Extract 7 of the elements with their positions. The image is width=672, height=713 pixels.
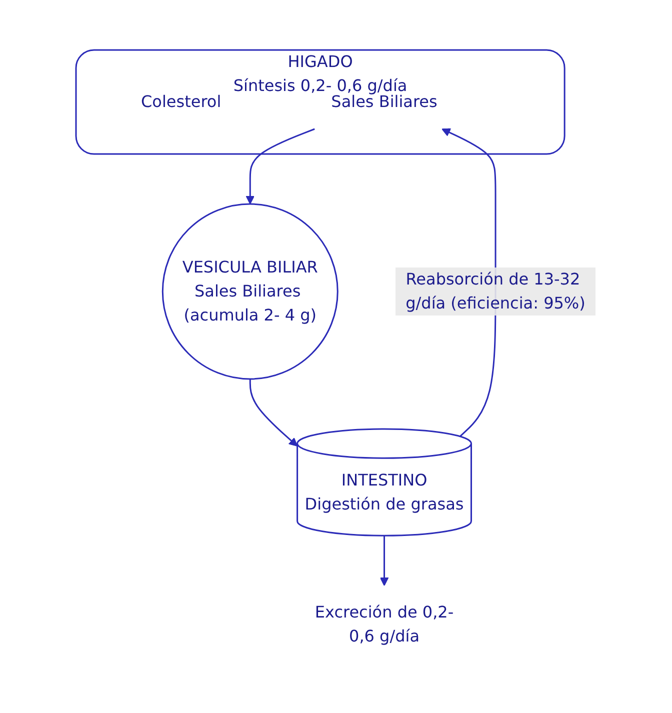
arrow xyxy=(250,378,298,446)
arrow xyxy=(246,128,316,204)
node-circle: VESICULA BILIAR Sales Biliares (acumula 2- 4 g) xyxy=(162,202,339,380)
node-text: Excreción de 0,2-0,6 g/día xyxy=(315,602,454,646)
arrow xyxy=(380,535,389,586)
edge-label: Reabsorción de 13-32 g/día (eficiencia: 95%) xyxy=(406,269,586,312)
node-text: Colesterol xyxy=(141,92,222,111)
